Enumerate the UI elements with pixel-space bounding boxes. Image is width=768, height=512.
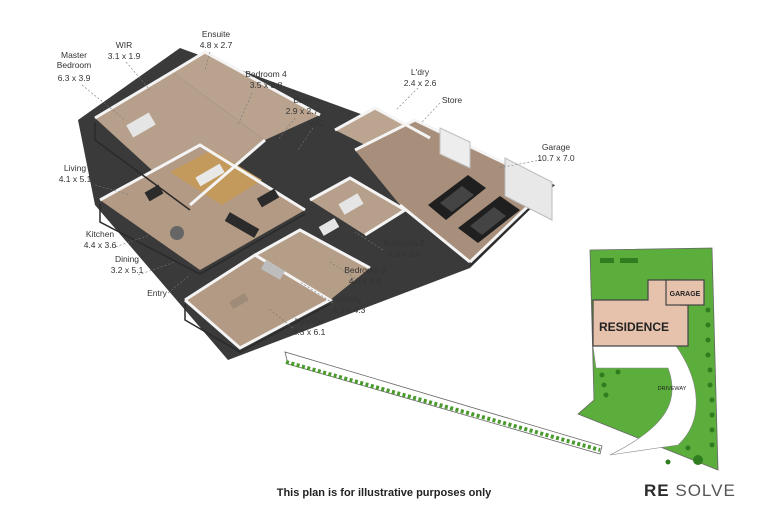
room-label-bedroom3: Bedroom 3 [344, 265, 386, 275]
room-label-entry: Entry [147, 288, 168, 298]
room-dims-family: 4.3 x 4.3 [333, 305, 366, 315]
room-dims-dining: 3.2 x 5.1 [111, 265, 144, 275]
car-1 [428, 175, 486, 220]
logo-part-1: RE [644, 481, 670, 500]
room-dims-laundry: 2.4 x 2.6 [404, 78, 437, 88]
room-dims-bedroom4: 3.5 x 3.8 [250, 80, 283, 90]
room-label-bedroom4: Bedroom 4 [245, 69, 287, 79]
site-strip [284, 351, 603, 455]
room-dims-bedroom2: 4.3 x 3.6 [388, 249, 421, 259]
room-label-bath: Bath [293, 95, 311, 105]
room-label-wir: WIR [116, 40, 133, 50]
site-label-garage: GARAGE [670, 291, 701, 298]
room-dims-garage: 10.7 x 7.0 [537, 153, 575, 163]
isometric-house [78, 48, 555, 360]
room-label-wc: WC [309, 118, 323, 128]
room-label-ensuite: Ensuite [202, 29, 231, 39]
garage-footprint [665, 279, 705, 306]
room-label-lounge: Lounge [295, 316, 324, 326]
room-label-kitchen: Kitchen [86, 229, 115, 239]
room-label-living: Living [64, 163, 86, 173]
room-dims-wir: 3.1 x 1.9 [108, 51, 141, 61]
room-label-store: Store [442, 95, 463, 105]
bedroom4-floor [172, 52, 320, 140]
room-label-laundry: L'dry [411, 67, 430, 77]
site-plan: RESIDENCE GARAGE DRIVEWAY [284, 247, 719, 471]
room-dims-bedroom3: 4.3 x 3.6 [349, 276, 382, 286]
disclaimer-text: This plan is for illustrative purposes o… [276, 487, 492, 499]
room-dims-lounge: 4.3 x 6.1 [293, 327, 326, 337]
room-label-garage: Garage [542, 142, 571, 152]
room-dims-master-bedroom: 6.3 x 3.9 [58, 73, 91, 83]
driveway [592, 345, 697, 456]
site-label-residence: RESIDENCE [599, 320, 669, 334]
logo-part-2: SOLVE [675, 481, 736, 500]
room-dims-ensuite: 4.8 x 2.7 [200, 40, 233, 50]
room-label-family: Family [336, 294, 362, 304]
family-floor [255, 230, 370, 300]
resolve-logo: RE SOLVE [644, 481, 736, 501]
living-kitchen-floor [100, 145, 305, 270]
room-label-dining: Dining [115, 254, 139, 264]
room-dims-bath: 2.9 x 2.7 [286, 106, 319, 116]
site-label-driveway: DRIVEWAY [658, 386, 687, 392]
car-2 [458, 196, 520, 243]
room-label-bedroom2: Bedroom 2 [383, 238, 425, 248]
room-dims-kitchen: 4.4 x 3.6 [84, 240, 117, 250]
room-dims-living: 4.1 x 5.1 [59, 174, 92, 184]
